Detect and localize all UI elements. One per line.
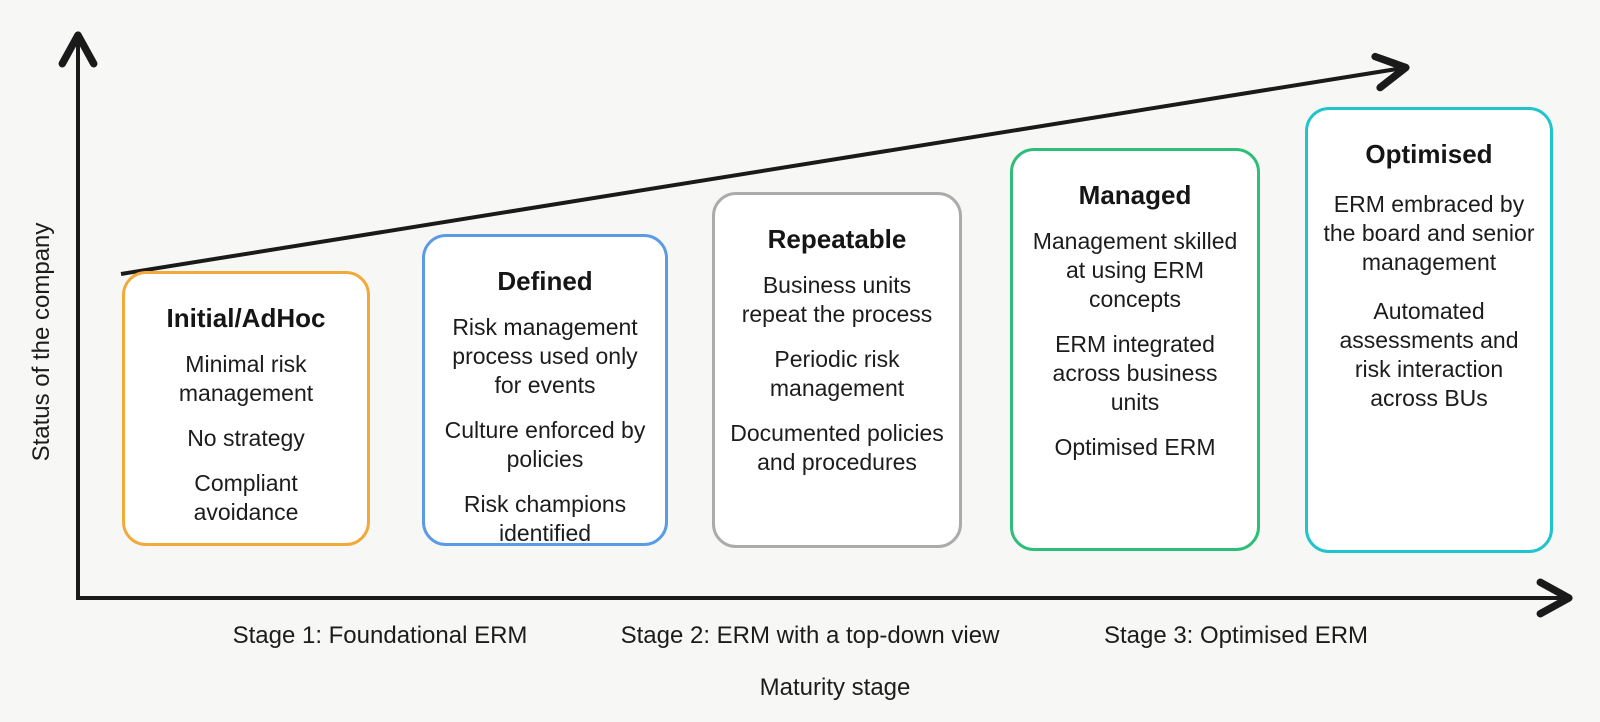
stage-box-item: Risk management process used only for ev… [452,313,638,398]
x-axis-title: Maturity stage [759,674,911,701]
stage-box-item: ERM embraced by the board and senior man… [1323,190,1535,275]
stage-box-item: Documented policies and procedures [730,419,944,475]
stage-box-title: Managed [1078,180,1192,210]
trend-arrow [120,52,1410,276]
stage-box-title: Repeatable [767,224,907,254]
stage-box-item: Management skilled at using ERM concepts [1032,227,1238,312]
stage-box-item: Periodic risk management [769,345,905,401]
stage-box-initial-adhoc: Initial/AdHoc Minimal risk management No… [122,271,370,546]
stage-box-item: No strategy [187,424,305,451]
stage-box-item: ERM integrated across business units [1052,330,1218,415]
stage-box-item: Business units repeat the process [741,271,933,327]
stage-box-managed: Managed Management skilled at using ERM … [1010,148,1260,551]
stage-box-item: Culture enforced by policies [444,416,646,472]
stage-box-item: Risk champions identified [463,490,627,546]
stage-box-optimised: Optimised ERM embraced by the board and … [1305,107,1553,553]
stage-3-label: Stage 3: Optimised ERM [1103,622,1369,649]
stage-box-title: Optimised [1365,139,1493,169]
stage-box-item: Minimal risk management [178,350,314,406]
stage-box-repeatable: Repeatable Business units repeat the pro… [712,192,962,548]
y-axis-title: Status of the company [28,222,55,462]
stage-box-item: Automated assessments and risk interacti… [1339,297,1519,411]
stage-box-item: Compliant avoidance [193,469,299,525]
stage-box-defined: Defined Risk management process used onl… [422,234,668,546]
stage-box-item: Optimised ERM [1054,433,1216,460]
stage-box-title: Defined [497,266,593,296]
stage-box-title: Initial/AdHoc [166,303,326,333]
stage-2-label: Stage 2: ERM with a top-down view [620,622,1000,649]
stage-1-label: Stage 1: Foundational ERM [232,622,528,649]
